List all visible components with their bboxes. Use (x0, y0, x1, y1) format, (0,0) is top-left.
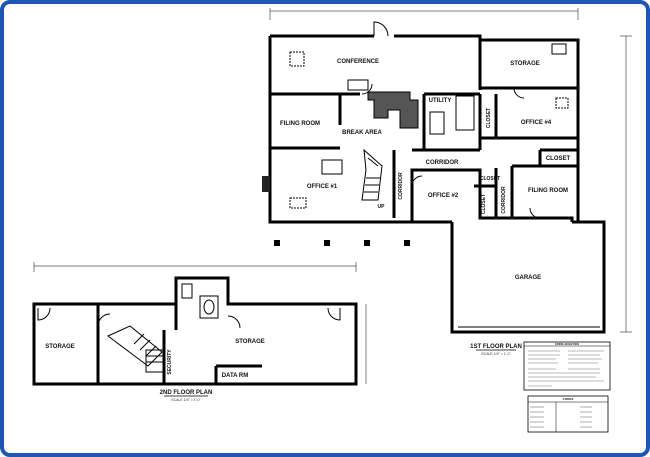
desk-symbol (555, 97, 569, 109)
sink-basin (203, 299, 215, 315)
desk-symbol (321, 159, 343, 175)
room-label-conference: CONFERENCE (337, 59, 379, 65)
second-floor-exterior-wall (32, 276, 358, 386)
door-swing (227, 315, 241, 329)
room-label-storage-left: STORAGE (45, 344, 75, 350)
room-label-closet: CLOSET (486, 108, 492, 128)
room-label-utility: UTILITY (429, 98, 452, 104)
room-label-filing-room: FILING ROOM (280, 121, 320, 127)
door-swing (513, 87, 525, 99)
first-floor-plan: CONFERENCE STORAGE FILING ROOM BREAK ARE… (262, 8, 632, 356)
desk-symbol (289, 197, 307, 209)
table-symbol (289, 51, 305, 67)
stairs (361, 148, 383, 201)
garage-wall (450, 220, 606, 334)
code-analysis-title: CODE ANALYSIS (555, 342, 579, 346)
room-label-corridor-right: CORRIDOR (501, 186, 507, 214)
chimney (262, 176, 270, 192)
room-label-filing-room-2: FILING ROOM (528, 188, 568, 194)
shelf-symbol (551, 43, 567, 55)
restroom-fixture (455, 95, 475, 131)
room-label-closet-right: CLOSET (546, 156, 571, 162)
restroom-fixture (429, 111, 445, 135)
first-floor-title: 1ST FLOOR PLAN (470, 344, 522, 350)
exterior-wall-left (268, 36, 452, 224)
room-label-closet-center: CLOSET (480, 176, 500, 182)
kitchen-counter (367, 91, 419, 129)
room-label-office-4: OFFICE #4 (521, 120, 552, 126)
room-label-garage: GARAGE (515, 275, 541, 281)
room-label-storage: STORAGE (510, 61, 540, 67)
room-label-closet-lower: CLOSET (481, 194, 487, 214)
room-label-office-1: OFFICE #1 (307, 184, 338, 190)
sink-symbol (199, 295, 219, 319)
door-swing (361, 83, 373, 95)
code-analysis-block: CODE ANALYSIS (523, 341, 611, 391)
counter-symbol (347, 79, 369, 91)
room-label-corridor: CORRIDOR (426, 160, 459, 166)
codes-table: CODES (527, 395, 609, 433)
second-floor-scale: SCALE 1/4" = 1'-0" (171, 398, 201, 402)
entry-door (373, 21, 389, 37)
second-floor-title: 2ND FLOOR PLAN (160, 390, 213, 396)
porch-column (404, 240, 410, 246)
room-label-security: SECURITY (167, 349, 173, 375)
second-floor-stairs (107, 325, 165, 373)
room-label-corridor-vertical: CORRIDOR (398, 172, 404, 200)
room-label-storage-right: STORAGE (235, 339, 265, 345)
office2-wall (410, 168, 574, 222)
toilet-symbol (181, 283, 193, 299)
codes-table-title: CODES (563, 397, 574, 401)
first-floor-scale: SCALE 1/4" = 1'-0" (481, 352, 511, 356)
door-swing (97, 313, 111, 327)
stair-up-label: UP (378, 204, 386, 210)
door-swing (327, 307, 341, 321)
room-label-break-area: BREAK AREA (342, 130, 382, 136)
porch-column (274, 240, 280, 246)
room-label-data-rm: DATA RM (222, 373, 249, 379)
room-label-office-2: OFFICE #2 (428, 193, 459, 199)
porch-column (364, 240, 370, 246)
door-swing (37, 307, 51, 321)
door-swing (411, 175, 423, 187)
second-floor-plan: STORAGE STORAGE SECURITY DATA RM 2ND FLO… (32, 262, 367, 402)
porch-column (324, 240, 330, 246)
door-swing (529, 207, 541, 219)
